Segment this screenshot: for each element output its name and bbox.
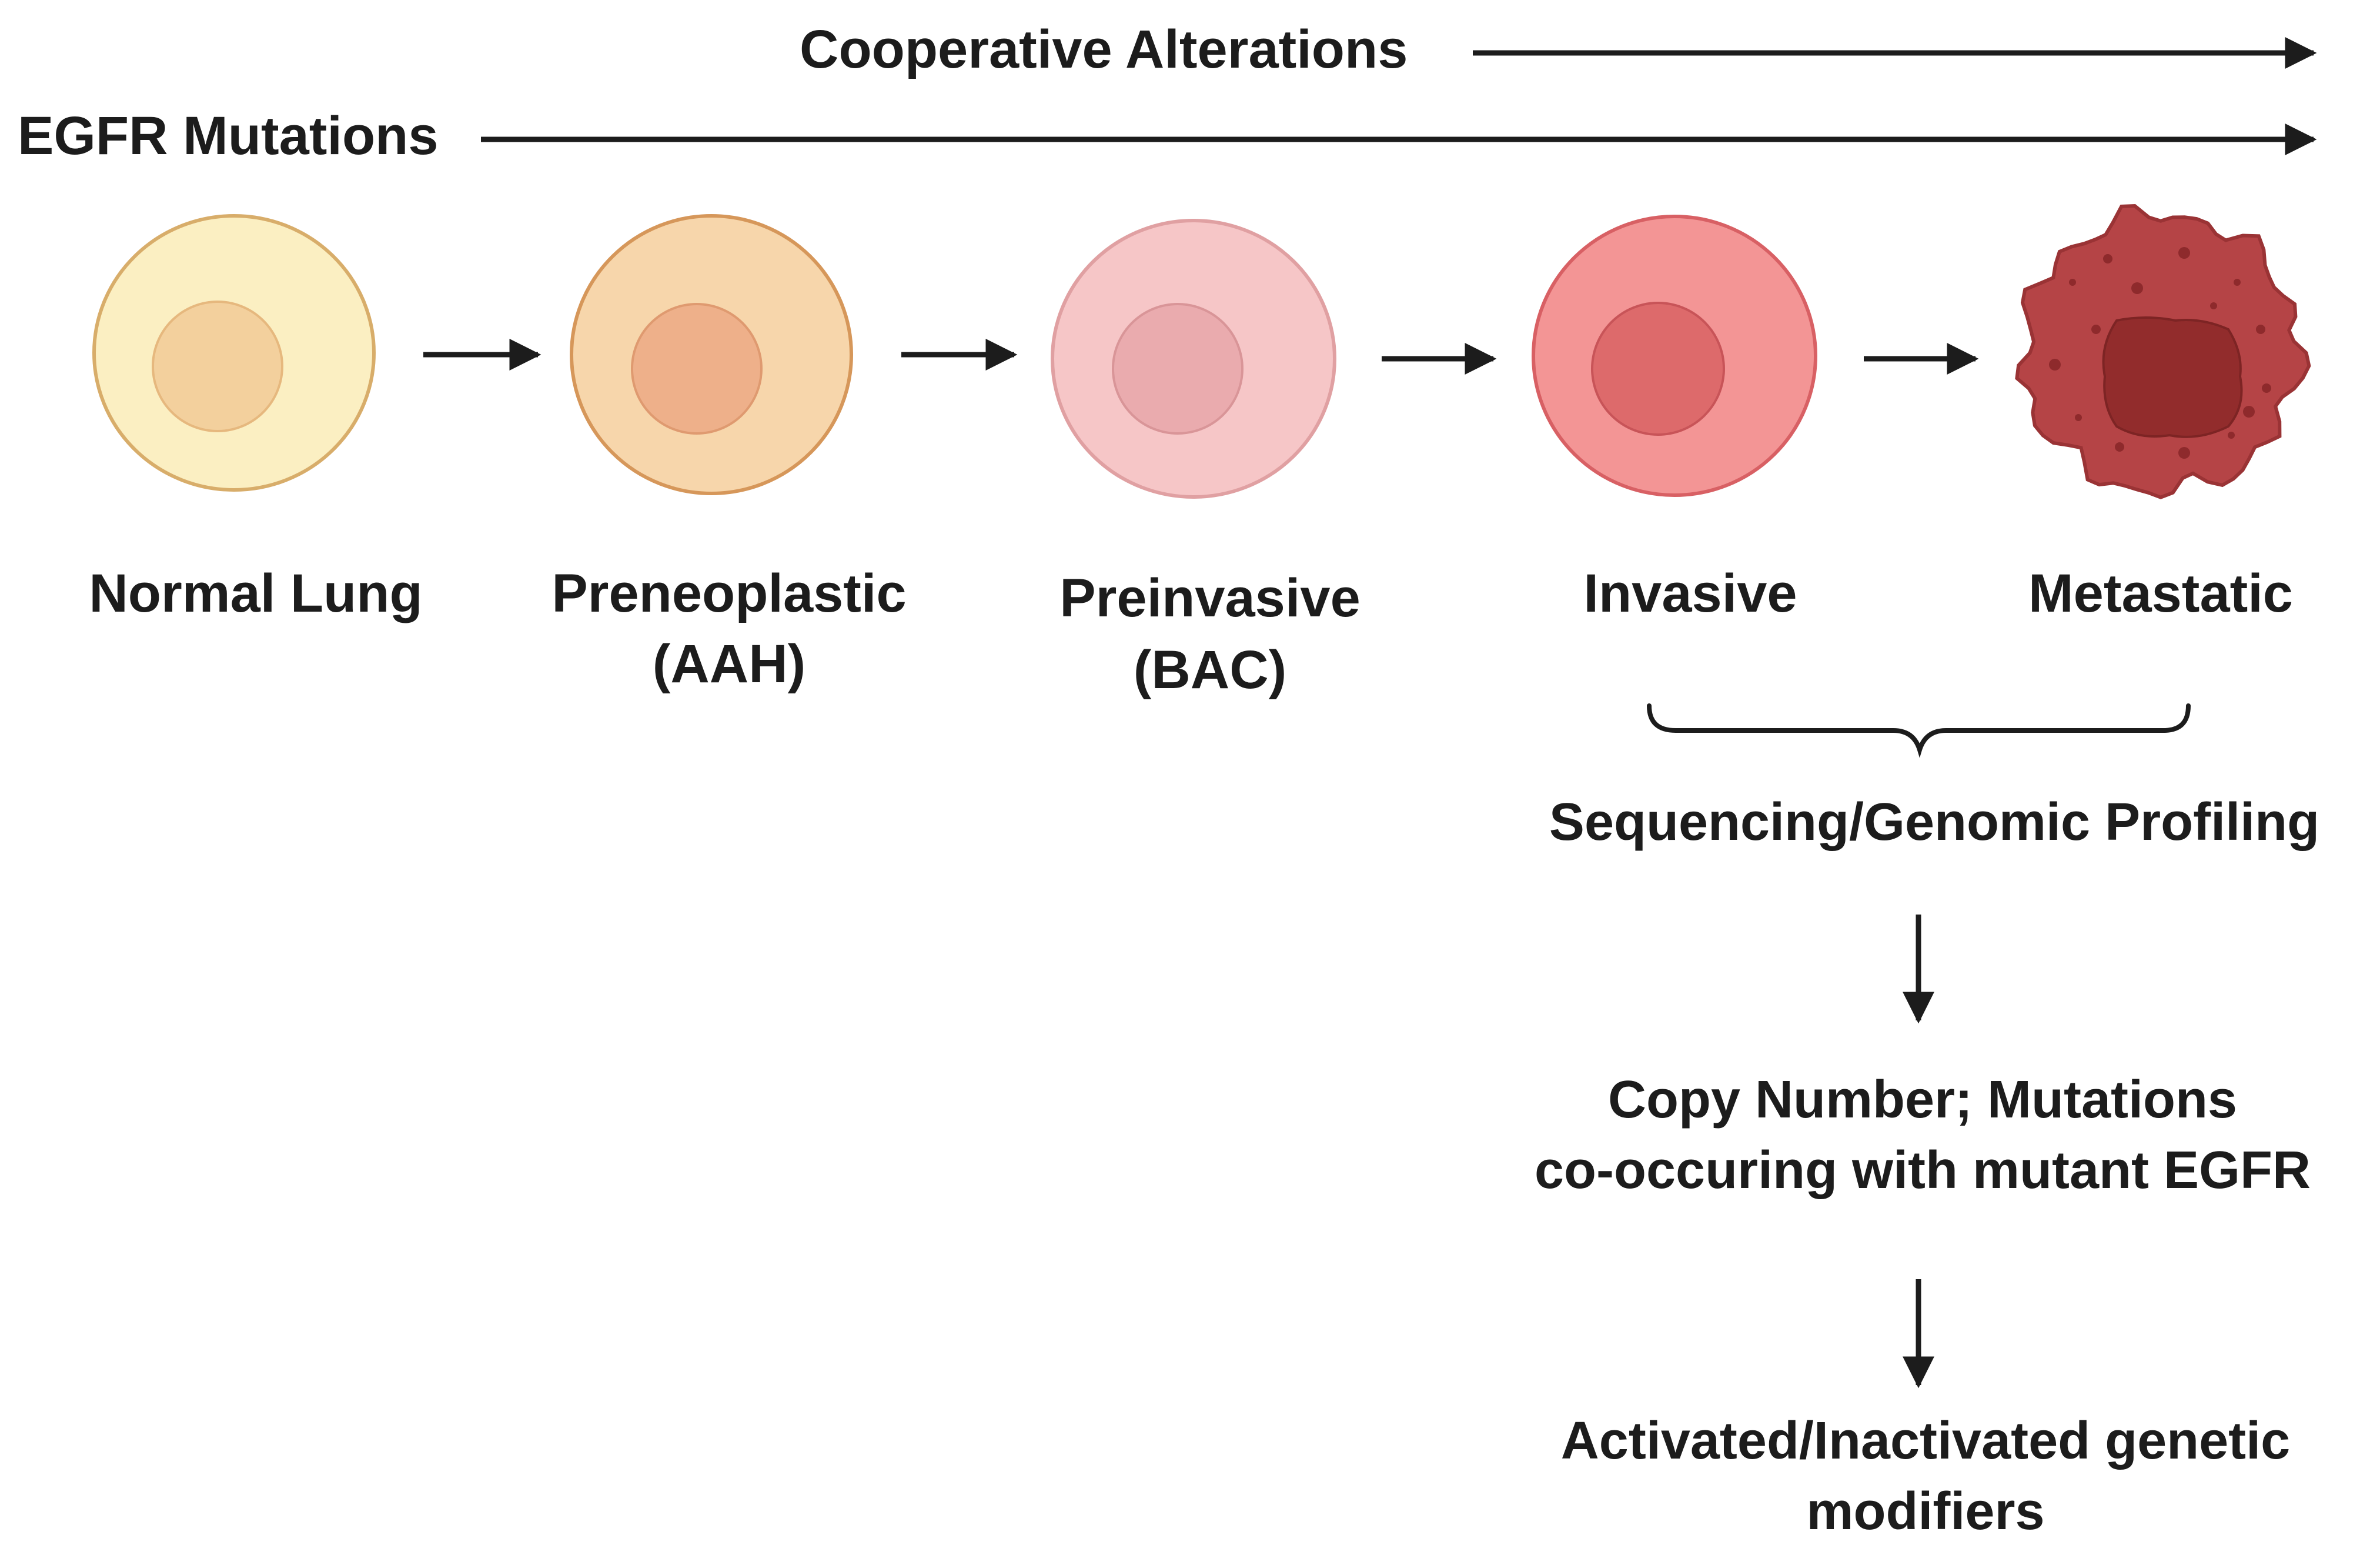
workflow-step-modifiers-cont: modifiers: [1806, 1482, 2044, 1541]
cooperative-alterations-label: Cooperative Alterations: [800, 19, 1408, 79]
cell-granule: [2115, 442, 2124, 452]
cell-normal-lung: [92, 214, 376, 492]
analysis-workflow: Sequencing/Genomic Profiling Copy Number…: [1535, 793, 2319, 1541]
cell-nucleus: [2102, 316, 2243, 438]
cell-granule: [2178, 447, 2190, 459]
cell-granule: [2234, 279, 2241, 286]
workflow-step-copy-number: Copy Number; Mutations: [1608, 1070, 2237, 1129]
cell-granule: [2069, 279, 2076, 286]
cell-granule: [2178, 247, 2190, 259]
cell-granule: [2256, 325, 2265, 334]
workflow-step-copy-number-cont: co-occuring with mutant EGFR: [1535, 1141, 2311, 1200]
cell-nucleus: [152, 301, 283, 432]
cell-granule: [2131, 282, 2143, 294]
workflow-step-modifiers: Activated/Inactivated genetic: [1561, 1411, 2290, 1470]
stage-label-preneoplastic-abbrev: (AAH): [653, 634, 806, 694]
cell-preneoplastic: [570, 214, 853, 495]
cell-granule: [2243, 406, 2255, 418]
stage-label-metastatic: Metastatic: [2028, 563, 2293, 623]
workflow-step-sequencing: Sequencing/Genomic Profiling: [1549, 793, 2319, 852]
cell-granule: [2228, 432, 2235, 439]
cell-nucleus: [1112, 303, 1244, 435]
cell-invasive: [1532, 215, 1817, 497]
egfr-mutations-timeline: EGFR Mutations: [18, 106, 2317, 166]
cooperative-alterations-timeline: Cooperative Alterations: [800, 19, 2317, 79]
cell-granule: [2210, 302, 2217, 309]
cell-granule: [2075, 414, 2082, 421]
stage-label-preneoplastic: Preneoplastic: [551, 563, 906, 623]
cell-preinvasive: [1051, 219, 1336, 499]
cell-nucleus: [1591, 302, 1725, 436]
cell-granule: [2049, 359, 2061, 371]
cell-granule: [2103, 254, 2112, 263]
cell-granule: [2091, 325, 2101, 334]
cell-metastatic: [2015, 203, 2311, 499]
stage-label-preinvasive-abbrev: (BAC): [1134, 640, 1287, 700]
cell-nucleus: [631, 303, 763, 435]
stage-label-normal-lung: Normal Lung: [89, 563, 422, 623]
cell-granules: [2049, 247, 2271, 459]
grouping-brace: [1647, 703, 2191, 758]
stage-labels: Normal Lung Preneoplastic (AAH) Preinvas…: [89, 563, 2293, 700]
progression-arrows: [423, 339, 1979, 375]
cell-granule: [2262, 383, 2271, 393]
stage-label-invasive: Invasive: [1583, 563, 1797, 623]
egfr-mutations-label: EGFR Mutations: [18, 106, 439, 166]
stage-label-preinvasive: Preinvasive: [1059, 568, 1360, 628]
